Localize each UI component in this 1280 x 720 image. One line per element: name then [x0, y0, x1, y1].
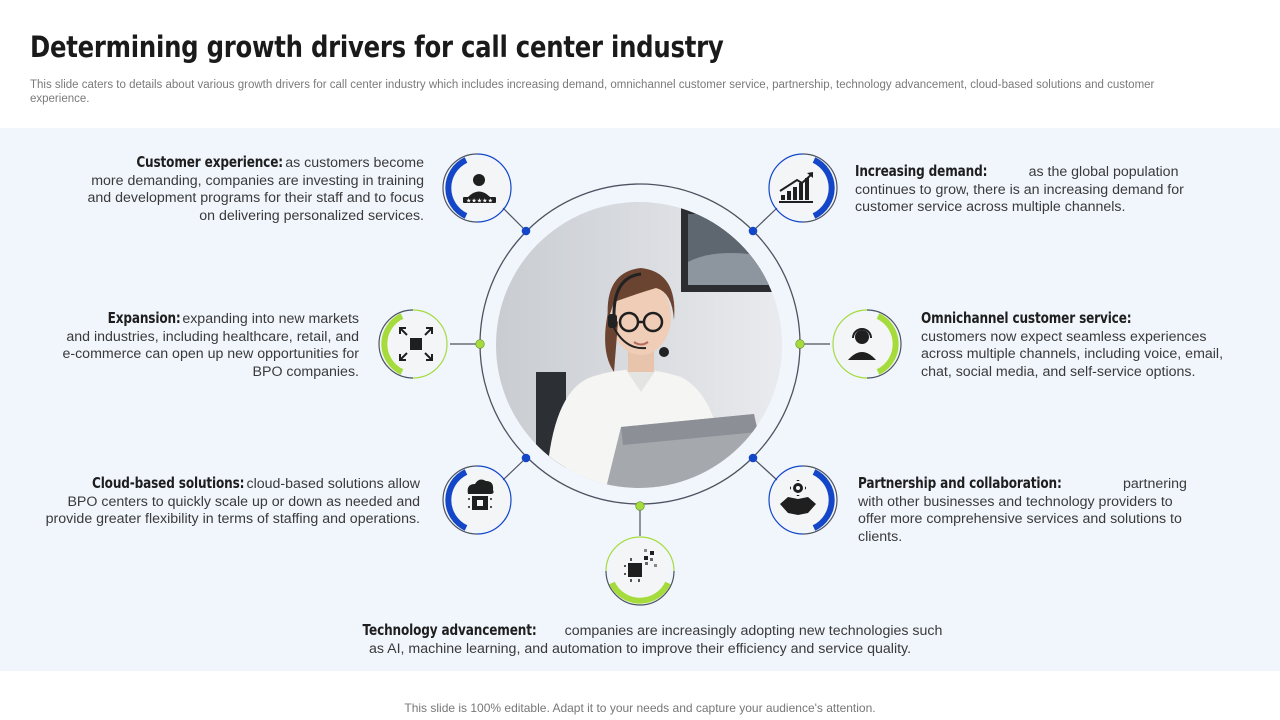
dot-partnership	[748, 453, 758, 463]
node-expansion	[378, 309, 448, 379]
connector-cloud	[502, 457, 527, 481]
growth-chart-icon	[779, 172, 813, 203]
svg-text:★★★★★: ★★★★★	[466, 198, 493, 205]
driver-increasing-demand: Increasing demand: as the global populat…	[855, 162, 1240, 217]
node-technology	[605, 536, 675, 606]
footer-note: This slide is 100% editable. Adapt it to…	[404, 701, 876, 715]
driver-heading: Increasing demand:	[855, 162, 988, 180]
driver-description: expanding into new markets and industrie…	[62, 311, 359, 380]
driver-description: as the global population continues to gr…	[855, 164, 1184, 215]
customer-rating-icon: ★★★★★	[463, 174, 496, 205]
call-center-agent-photo	[496, 202, 782, 488]
connector-increasing-demand	[752, 207, 778, 232]
driver-description: partnering with other businesses and tec…	[858, 476, 1187, 545]
expand-arrows-icon	[399, 327, 433, 361]
driver-heading: Cloud-based solutions:	[92, 474, 245, 492]
driver-description: companies are increasingly adopting new …	[368, 623, 943, 657]
driver-description: as customers become more demanding, comp…	[87, 155, 425, 224]
dot-increasing-demand	[748, 226, 758, 236]
driver-heading: Customer experience:	[136, 153, 284, 171]
node-partnership	[768, 465, 838, 535]
dot-customer-experience	[521, 226, 531, 236]
driver-description: cloud-based solutions allow BPO centers …	[45, 476, 420, 527]
dot-expansion	[475, 339, 485, 349]
connector-customer-experience	[502, 207, 527, 232]
driver-partnership: Partnership and collaboration: partnerin…	[858, 474, 1203, 546]
driver-heading: Omnichannel customer service:	[921, 309, 1132, 327]
handshake-gear-icon	[780, 480, 816, 515]
dot-omnichannel	[795, 339, 805, 349]
connector-partnership	[752, 457, 778, 481]
driver-expansion: Expansion: expanding into new markets an…	[62, 309, 359, 381]
driver-heading: Expansion:	[107, 309, 181, 327]
page-title: Determining growth drivers for call cent…	[30, 30, 724, 64]
support-agent-icon	[848, 328, 876, 360]
node-cloud	[442, 465, 512, 535]
dot-cloud	[521, 453, 531, 463]
circuit-chip-icon	[624, 549, 657, 582]
driver-customer-experience: Customer experience: as customers become…	[80, 153, 425, 225]
node-omnichannel	[832, 309, 902, 379]
cloud-chip-icon	[467, 479, 494, 510]
driver-description: customers now expect seamless experience…	[921, 328, 1224, 380]
driver-omnichannel: Omnichannel customer service: customers …	[921, 309, 1241, 381]
dot-technology	[635, 501, 645, 511]
driver-cloud: Cloud-based solutions: cloud-based solut…	[34, 474, 420, 529]
node-customer-experience: ★★★★★	[442, 153, 512, 223]
driver-heading: Technology advancement:	[362, 621, 537, 639]
node-increasing-demand	[768, 153, 838, 223]
driver-heading: Partnership and collaboration:	[858, 474, 1062, 492]
page-subtitle: This slide caters to details about vario…	[30, 79, 1155, 105]
driver-technology: Technology advancement: companies are in…	[330, 621, 950, 658]
